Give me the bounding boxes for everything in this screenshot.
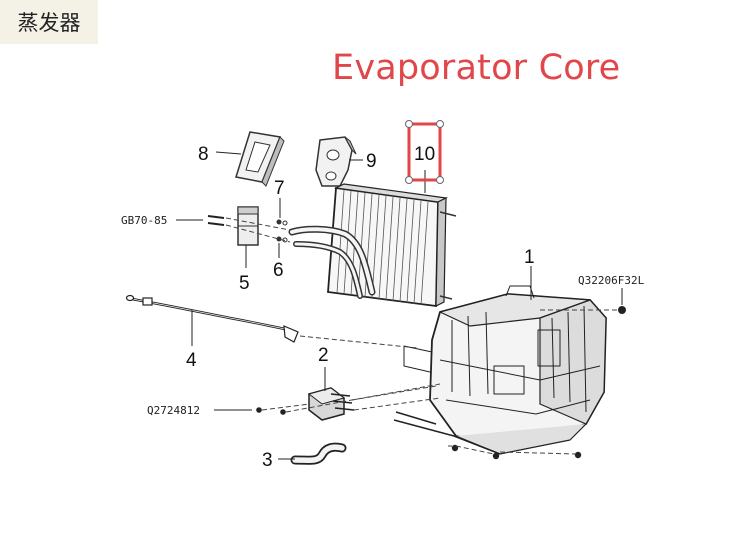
- callout-1: 1: [524, 247, 535, 268]
- highlight-handle-top-left[interactable]: [405, 120, 413, 128]
- callout-10: 10: [414, 144, 435, 165]
- assembly-lines-upper: [225, 217, 291, 243]
- part-1-hvac-housing: [393, 285, 607, 455]
- callout-8: 8: [198, 144, 209, 165]
- evaporator-fins: [336, 189, 429, 306]
- bolts-gb70-85: [207, 215, 225, 226]
- leader-8: [215, 151, 242, 155]
- callout-7: 7: [274, 178, 285, 199]
- chinese-title: 蒸发器: [0, 0, 98, 44]
- part-code-q2724812: Q2724812: [147, 404, 200, 417]
- part-5-expansion-valve: [237, 206, 259, 246]
- part-6-o-ring: [276, 236, 288, 243]
- evaporator-core: [327, 183, 457, 308]
- part-code-gb70-85: GB70-85: [121, 214, 167, 227]
- refrigerant-pipes: [288, 225, 376, 299]
- highlight-handle-top-right[interactable]: [436, 120, 444, 128]
- callout-9: 9: [366, 151, 377, 172]
- callout-2: 2: [318, 345, 329, 366]
- highlight-handle-bottom-left[interactable]: [405, 176, 413, 184]
- part-7-o-ring: [276, 219, 288, 226]
- screws-q2724812: [256, 407, 286, 415]
- callout-4: 4: [186, 350, 197, 371]
- highlight-handle-bottom-right[interactable]: [436, 176, 444, 184]
- callout-5: 5: [239, 273, 250, 294]
- highlight-box-10: [407, 122, 442, 182]
- part-4-sensor-wire: [125, 294, 299, 343]
- part-2-blower-resistor: [307, 387, 355, 421]
- part-8-foam-pad: [235, 131, 285, 187]
- part-3-drain-hose: [290, 442, 347, 465]
- part-9-foam-seal: [315, 136, 357, 187]
- callout-6: 6: [273, 260, 284, 281]
- assembly-lines-lower: [261, 309, 620, 455]
- callout-3: 3: [262, 450, 273, 471]
- evaporator-core-caption: Evaporator Core: [332, 48, 621, 88]
- part-code-q32206f32l: Q32206F32L: [578, 274, 645, 287]
